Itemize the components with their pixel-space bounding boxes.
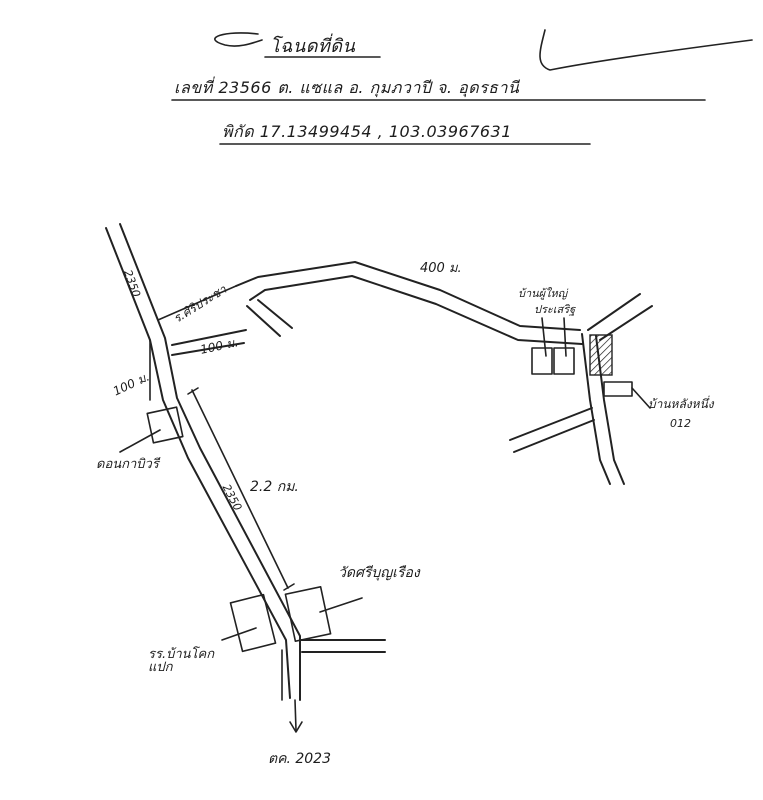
side-road xyxy=(246,305,281,337)
landmark-right-arrow xyxy=(631,387,651,409)
village-house-1 xyxy=(531,347,553,375)
district-arrow xyxy=(221,627,257,641)
temple-box xyxy=(284,585,332,643)
deed-coords-line: พิกัด 17.13499454 , 103.03967631 xyxy=(222,122,512,141)
village-arrow-2 xyxy=(563,317,567,357)
spur-road-2 xyxy=(171,342,245,356)
village-arrow-1 xyxy=(541,317,547,357)
right-road-left xyxy=(581,333,611,485)
title-swoosh xyxy=(214,32,263,47)
highway-arrow-line xyxy=(294,699,297,731)
right-road-upper xyxy=(587,293,641,331)
distance-400-label: 400 ม. xyxy=(420,261,462,276)
distance-22-label: 2.2 กม. xyxy=(250,479,299,495)
highway-arrow-head xyxy=(289,721,303,733)
plot-hatch xyxy=(589,334,613,376)
temple-label: วัดศรีบุญเรือง xyxy=(338,565,420,581)
right-branch xyxy=(509,407,593,441)
top-road-lower xyxy=(249,275,583,345)
right-branch-2 xyxy=(513,419,595,453)
village-label-2: ประเสริฐ xyxy=(534,303,576,316)
dist-marker-tick-top xyxy=(187,387,199,395)
school-label: ดอนกาบิวรี xyxy=(96,457,159,472)
dist-marker-tick-bot xyxy=(283,583,295,591)
school-arrow xyxy=(119,429,161,453)
date-label: ตค. 2023 xyxy=(268,751,331,767)
district-office-label: รร.บ้านโคก แปก xyxy=(148,647,215,675)
village-house-2 xyxy=(553,347,575,375)
top-road-upper xyxy=(235,261,581,331)
deed-location-line: เลขที่ 23566 ต. แซแล อ. กุมภวาปี จ. อุดร… xyxy=(174,78,520,97)
landmark-right-sub-label: 012 xyxy=(670,417,691,430)
temple-arrow xyxy=(319,597,363,613)
school-box xyxy=(146,406,184,444)
deed-title: โฉนดที่ดิน xyxy=(270,36,356,57)
side-road-2 xyxy=(257,299,293,329)
village-label-1: บ้านผู้ใหญ่ xyxy=(518,287,568,300)
dist-marker-line xyxy=(191,389,289,589)
top-road-junction xyxy=(157,285,237,321)
highway-right-edge xyxy=(119,223,301,701)
header-swoosh-right xyxy=(539,29,753,71)
spur-road xyxy=(171,329,247,346)
highway-left-edge xyxy=(105,227,291,699)
landmark-right-label: บ้านหลังหนึ่ง xyxy=(648,397,714,411)
district-box xyxy=(229,593,277,653)
landmark-right-box xyxy=(603,381,633,397)
